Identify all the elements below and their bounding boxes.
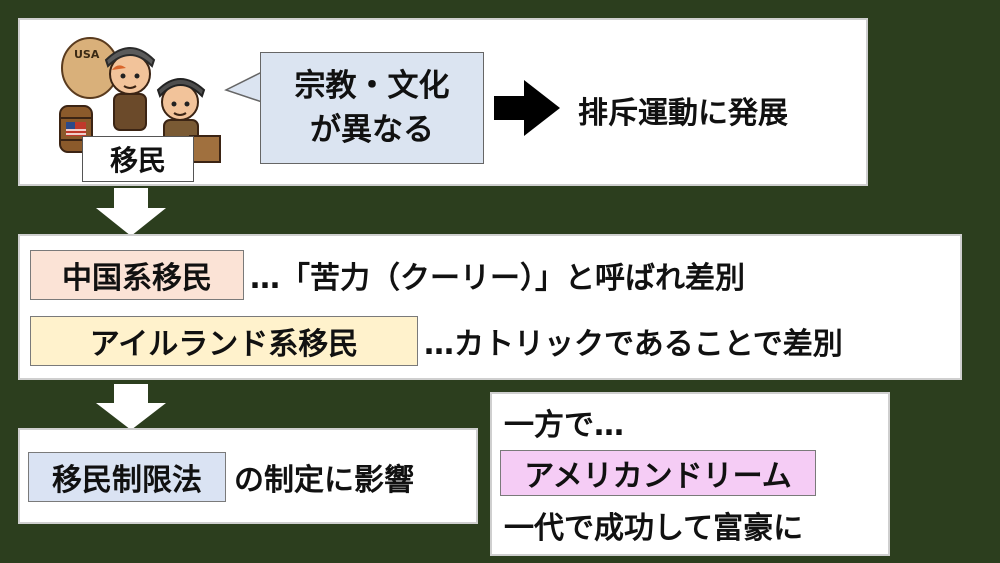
chinese-immigrant-text: …「苦力（クーリー）」と呼ばれ差別: [250, 261, 745, 296]
irish-immigrant-tag: アイルランド系移民: [30, 316, 418, 366]
svg-text:USA: USA: [74, 48, 100, 61]
american-dream-tag: アメリカンドリーム: [500, 450, 816, 496]
immigrant-label: 移民: [82, 136, 194, 182]
chinese-immigrant-tag: 中国系移民: [30, 250, 244, 300]
top-box: USA 移民 宗教・文化 が異なる: [18, 18, 868, 186]
down-arrow-icon: [96, 188, 166, 236]
irish-immigrant-text: …カトリックであることで差別: [424, 327, 843, 362]
success-text: 一代で成功して富豪に: [504, 511, 804, 546]
right-arrow-icon: [494, 80, 560, 136]
down-arrow-icon: [96, 384, 166, 430]
bottom-left-box: 移民制限法 の制定に影響: [18, 428, 478, 524]
immigration-law-tag: 移民制限法: [28, 452, 226, 502]
immigration-law-text: の制定に影響: [234, 463, 414, 498]
immigrant-children-illustration: USA: [59, 37, 221, 163]
bubble-line-1: 宗教・文化: [294, 68, 450, 104]
speech-bubble: 宗教・文化 が異なる: [260, 52, 484, 164]
bottom-right-box: 一方で… アメリカンドリーム 一代で成功して富豪に: [490, 392, 890, 556]
result-text: 排斥運動に発展: [578, 96, 788, 131]
bubble-line-2: が異なる: [310, 112, 434, 148]
speech-bubble-pointer: [224, 70, 264, 104]
on-the-other-hand-text: 一方で…: [504, 408, 624, 443]
middle-box: 中国系移民 …「苦力（クーリー）」と呼ばれ差別 アイルランド系移民 …カトリック…: [18, 234, 962, 380]
